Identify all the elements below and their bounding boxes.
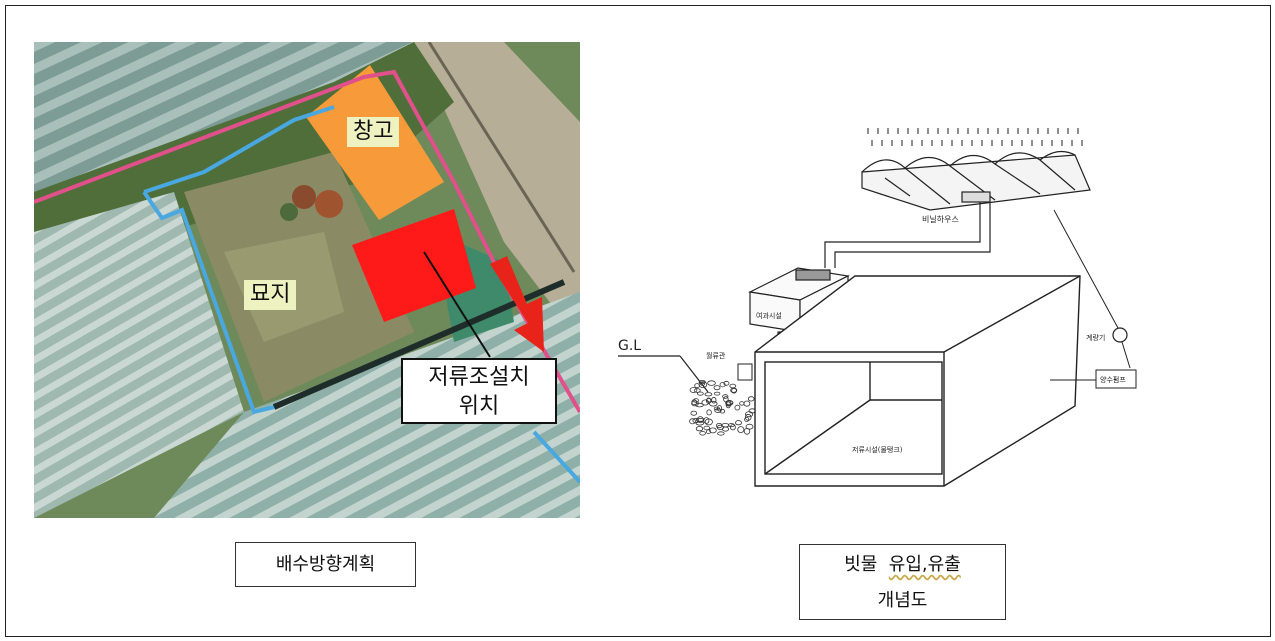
- aerial-photo: [34, 42, 580, 518]
- gravel-stone: [725, 400, 734, 405]
- gravel-stone: [723, 380, 730, 386]
- tank-label: 저류시설(물탱크): [852, 445, 903, 454]
- gravel-stone: [691, 399, 697, 406]
- gravel-stone: [734, 404, 741, 411]
- pointer-line: [423, 251, 491, 358]
- gravel-stone: [719, 382, 726, 388]
- gravel-stone: [737, 426, 745, 434]
- gravel-stone: [693, 398, 699, 403]
- rainwater-concept-diagram: 비닐하우스 여과시설 G.L 월류관: [600, 110, 1160, 500]
- gravel-stone: [725, 401, 731, 409]
- gauge-label: 계량기: [1086, 333, 1105, 342]
- gravel-stone: [692, 417, 700, 424]
- gravel-stone: [696, 416, 704, 423]
- gravel-stone: [704, 392, 713, 397]
- gl-label: G.L: [618, 338, 641, 354]
- filter-label: 여과시설: [756, 311, 782, 320]
- caption2-word2: 유입,유출: [888, 554, 961, 575]
- gravel-stone: [695, 426, 704, 432]
- gauge-icon: [1112, 327, 1128, 343]
- gravel-stone: [735, 420, 742, 426]
- boundary-blue-line: [142, 190, 275, 415]
- gravel-stone: [721, 423, 730, 428]
- drainage-plan-caption: 배수방향계획: [235, 542, 416, 587]
- gravel-stone: [699, 431, 706, 436]
- greenhouse-icon: [861, 150, 1091, 211]
- gravel-stone: [722, 394, 729, 399]
- gravel-stone: [745, 411, 754, 418]
- storage-tank: [754, 275, 1081, 487]
- gravel-stone: [713, 391, 721, 396]
- gravel-stone: [706, 398, 713, 403]
- gravel-stone: [689, 418, 696, 425]
- caption2-word1: 빗물: [844, 554, 878, 575]
- gravel-stone: [714, 408, 722, 413]
- gravel-stone: [717, 431, 725, 436]
- gravel-stone: [744, 413, 752, 421]
- gravel-stone: [729, 424, 736, 431]
- gravel-stone: [728, 423, 735, 428]
- pump-label: 양수펌프: [1100, 375, 1126, 384]
- gravel-stone: [730, 387, 738, 393]
- gravel-stone: [747, 396, 755, 402]
- gravel-stone: [697, 391, 704, 396]
- gravel-stone: [690, 410, 698, 416]
- graveyard-label: 묘지: [244, 280, 297, 310]
- reservoir-location-callout: 저류조설치 위치: [401, 358, 557, 424]
- gravel-stone: [716, 405, 723, 412]
- gravel-stone: [739, 401, 745, 406]
- gravel-stone: [713, 385, 721, 391]
- gravel-bed: [689, 379, 756, 436]
- gravel-stone: [744, 416, 750, 422]
- warehouse-label: 창고: [347, 117, 400, 147]
- gravel-stone: [709, 427, 717, 434]
- gravel-stone: [703, 425, 711, 431]
- drain-direction-arrow: [490, 256, 544, 352]
- gravel-stone: [706, 409, 712, 416]
- gravel-stone: [701, 399, 710, 406]
- gravel-stone: [693, 388, 701, 393]
- gravel-stone: [703, 417, 710, 424]
- pump-box: [1095, 369, 1137, 389]
- gravel-stone: [698, 379, 706, 384]
- gravel-stone: [722, 426, 730, 432]
- gravel-stone: [699, 381, 706, 386]
- gravel-stone: [706, 429, 711, 435]
- gravel-stone: [694, 383, 700, 389]
- gravel-stone: [709, 400, 718, 407]
- gravel-stone: [713, 406, 721, 411]
- aerial-photo-drawing: [34, 42, 580, 518]
- rainwater-concept-caption: 빗물 유입,유출 개념도: [799, 544, 1006, 620]
- gravel-stone: [689, 387, 698, 393]
- gravel-stone: [743, 400, 751, 407]
- gravel-stone: [707, 380, 716, 386]
- gravel-stone: [729, 383, 737, 389]
- gravel-stone: [711, 396, 717, 404]
- reservoir-location-marker: [352, 209, 476, 322]
- greenhouse-label: 비닐하우스: [922, 214, 959, 224]
- gravel-stone: [731, 388, 737, 394]
- reservoir-location-line2: 위치: [458, 394, 500, 419]
- gravel-stone: [743, 427, 751, 435]
- reservoir-location-line1: 저류조설치: [428, 365, 530, 390]
- inflow-pipe-label: 월류관: [706, 351, 726, 360]
- caption2-line2: 개념도: [877, 590, 928, 611]
- rain-marks: [867, 128, 1083, 146]
